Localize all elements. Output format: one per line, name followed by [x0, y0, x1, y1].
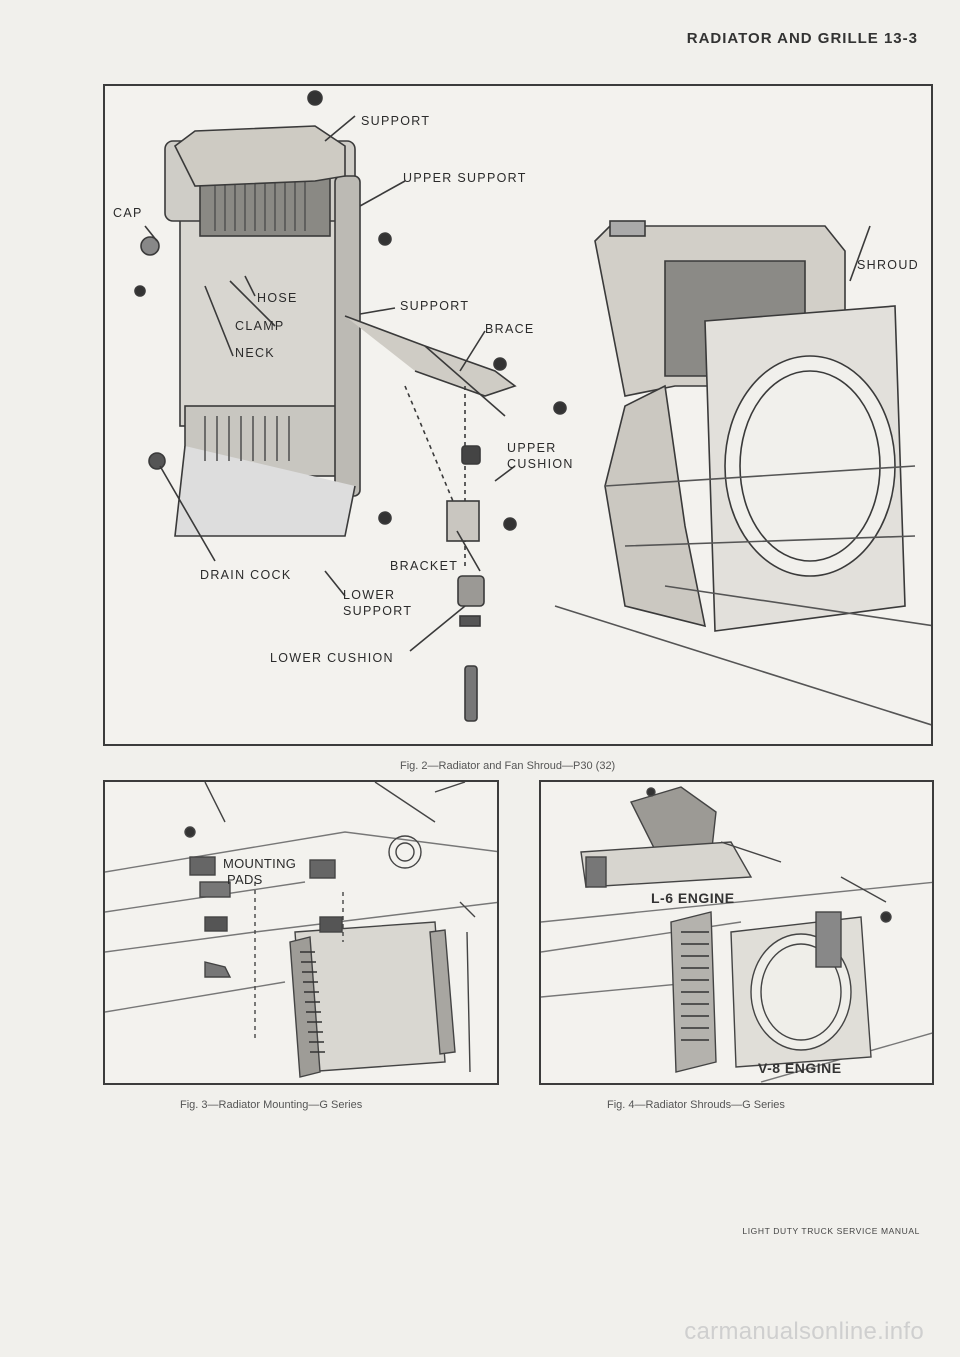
label-upper-cushion-line1: UPPER	[507, 441, 557, 455]
label-lower-cushion: LOWER CUSHION	[270, 651, 394, 665]
caption-fig3: Fig. 3—Radiator Mounting—G Series	[180, 1099, 363, 1111]
label-shroud: SHROUD	[857, 258, 919, 272]
label-v8-engine: V-8 ENGINE	[758, 1060, 842, 1076]
label-brace: BRACE	[485, 322, 535, 336]
caption-fig4: Fig. 4—Radiator Shrouds—G Series	[607, 1099, 785, 1111]
label-l6-engine: L-6 ENGINE	[651, 890, 735, 906]
label-hose: HOSE	[257, 291, 298, 305]
label-support-mid: SUPPORT	[400, 299, 470, 313]
label-support-top: SUPPORT	[361, 114, 431, 128]
label-bracket: BRACKET	[390, 559, 459, 573]
radiator-shrouds-illustration	[541, 786, 932, 1083]
watermark-text: carmanualsonline.info	[684, 1318, 924, 1345]
label-upper-cushion-line2: CUSHION	[507, 457, 574, 471]
page-footer: LIGHT DUTY TRUCK SERVICE MANUAL	[742, 1226, 920, 1236]
radiator-mounting-illustration	[105, 782, 497, 1078]
page-header: RADIATOR AND GRILLE 13-3	[686, 30, 918, 47]
label-cap: CAP	[113, 206, 143, 220]
radiator-shroud-illustration	[134, 90, 931, 726]
label-lower-support-line1: LOWER	[343, 588, 396, 602]
label-drain-cock: DRAIN COCK	[200, 568, 292, 582]
caption-fig2: Fig. 2—Radiator and Fan Shroud—P30 (32)	[400, 760, 616, 772]
label-neck: NECK	[235, 346, 275, 360]
figure-radiator-mounting: MOUNTING PADS	[103, 780, 499, 1085]
label-clamp: CLAMP	[235, 319, 285, 333]
label-mounting-line1: MOUNTING	[223, 856, 297, 871]
figure-radiator-shrouds: L-6 ENGINE V-8 ENGINE	[539, 780, 934, 1085]
figure-radiator-fan-shroud: SUPPORT UPPER SUPPORT CAP HOSE CLAMP NEC…	[103, 84, 933, 746]
label-lower-support-line2: SUPPORT	[343, 604, 413, 618]
label-upper-support: UPPER SUPPORT	[403, 171, 527, 185]
label-mounting-line2: PADS	[227, 872, 263, 887]
